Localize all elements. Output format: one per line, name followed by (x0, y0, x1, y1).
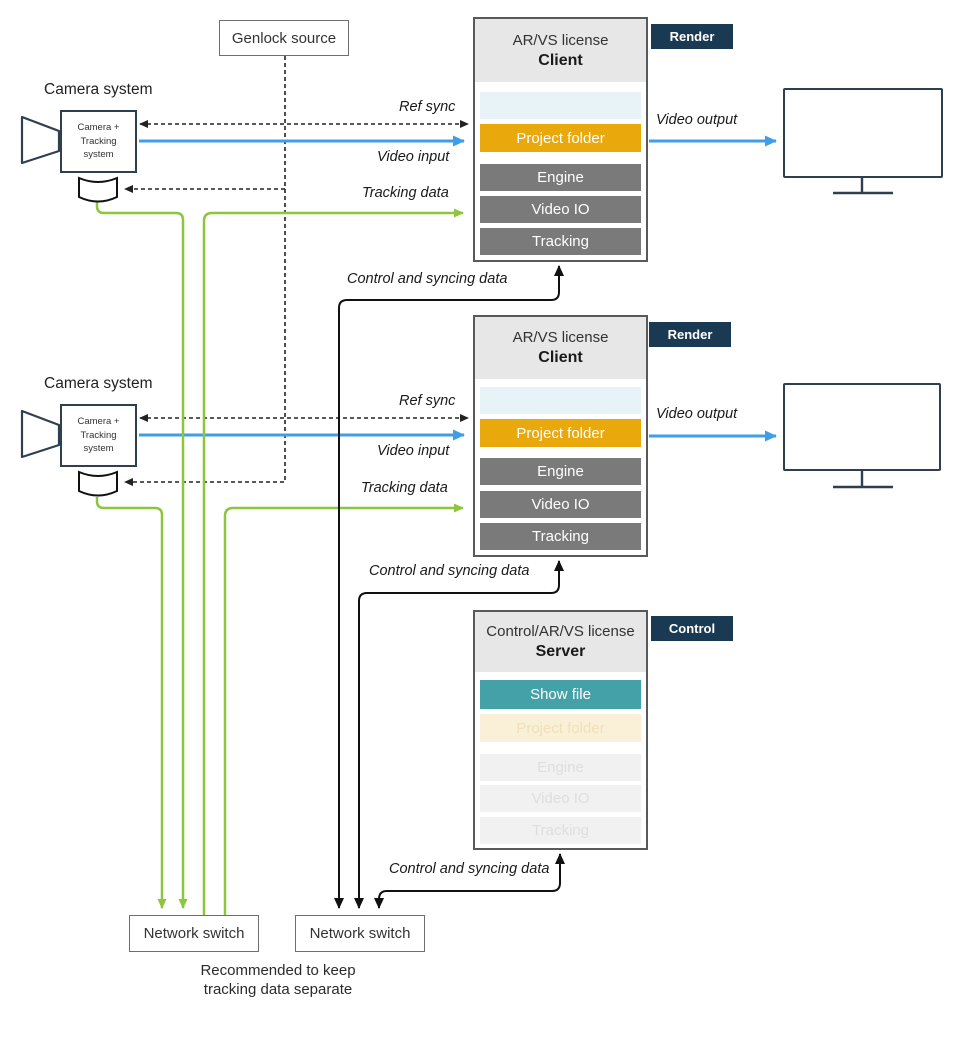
camera-unit-line: Tracking (80, 135, 117, 147)
camera-unit-2: Camera + Tracking system (60, 404, 137, 467)
network-switch-label: Network switch (309, 925, 411, 942)
tracking-line-camera1-to-switch (95, 202, 188, 909)
camera-unit-line: system (83, 149, 114, 161)
ref-sync-label-1: Ref sync (399, 99, 456, 115)
genlock-sync-line (124, 56, 286, 486)
control-tag: Control (651, 616, 733, 641)
show-file-row: Show file (480, 680, 641, 709)
role-label: Client (538, 349, 583, 366)
empty-slot-row (480, 387, 641, 414)
tracking-sensor-icon (78, 176, 118, 203)
engine-row: Engine (480, 164, 641, 191)
tracking-note-line: Recommended to keep (200, 962, 356, 979)
network-switch-1: Network switch (129, 915, 259, 952)
tracking-data-label-1: Tracking data (362, 185, 449, 201)
tracking-note-line: tracking data separate (203, 980, 353, 998)
client-panel-header: AR/VS license Client (475, 19, 646, 82)
video-input-label-1: Video input (377, 149, 450, 165)
camera-unit-line: system (83, 443, 114, 455)
video-io-row: Video IO (480, 196, 641, 223)
render-tag-2: Render (649, 322, 731, 347)
camera-system-title-1: Camera system (44, 81, 153, 98)
camera-system-title-2: Camera system (44, 375, 153, 392)
control-sync-label-1: Control and syncing data (347, 271, 508, 287)
role-label: Server (535, 643, 586, 660)
network-switch-label: Network switch (143, 925, 245, 942)
network-switch-2: Network switch (295, 915, 425, 952)
server-panel: Control/AR/VS license Server Show file P… (473, 610, 648, 850)
genlock-source-box: Genlock source (219, 20, 349, 56)
tracking-row-disabled: Tracking (480, 817, 641, 844)
license-label: AR/VS license (512, 329, 609, 346)
control-sync-label-3: Control and syncing data (389, 861, 550, 877)
monitor-stand-2 (833, 471, 893, 489)
camera-unit-1: Camera + Tracking system (60, 110, 137, 173)
client-panel-header: AR/VS license Client (475, 317, 646, 379)
project-folder-row-disabled: Project folder (480, 714, 641, 742)
role-label: Client (538, 51, 583, 69)
control-sync-label-2: Control and syncing data (369, 563, 530, 579)
camera-unit-line: Camera + (77, 121, 120, 133)
ref-sync-label-2: Ref sync (399, 393, 456, 409)
video-io-row: Video IO (480, 491, 641, 518)
monitor-1 (783, 88, 943, 178)
render-tag-1: Render (651, 24, 733, 49)
monitor-stand-1 (833, 178, 893, 195)
engine-row: Engine (480, 458, 641, 485)
project-folder-row: Project folder (480, 124, 641, 152)
client-panel-2: AR/VS license Client Project folder Engi… (473, 315, 648, 557)
video-io-row-disabled: Video IO (480, 785, 641, 812)
video-output-label-1: Video output (656, 112, 738, 128)
tracking-row: Tracking (480, 228, 641, 255)
camera-unit-line: Camera + (77, 415, 120, 427)
video-input-label-2: Video input (377, 443, 450, 459)
camera-lens-icon (20, 115, 61, 165)
license-label: AR/VS license (512, 31, 609, 49)
engine-row-disabled: Engine (480, 754, 641, 781)
empty-slot-row (480, 92, 641, 119)
camera-unit-line: Tracking (80, 429, 117, 441)
tracking-data-label-2: Tracking data (361, 480, 448, 496)
server-panel-header: Control/AR/VS license Server (475, 612, 646, 672)
project-folder-row: Project folder (480, 419, 641, 447)
client-panel-1: AR/VS license Client Project folder Engi… (473, 17, 648, 262)
monitor-2 (783, 383, 941, 471)
tracking-note: Recommended to keep tracking data separa… (168, 962, 388, 1000)
license-label: Control/AR/VS license (486, 623, 635, 640)
camera-lens-icon (20, 409, 61, 459)
tracking-sensor-icon (78, 470, 118, 497)
tracking-row: Tracking (480, 523, 641, 550)
tracking-line-camera2-to-switch (95, 497, 167, 909)
video-output-label-2: Video output (656, 406, 738, 422)
genlock-source-label: Genlock source (231, 29, 337, 47)
